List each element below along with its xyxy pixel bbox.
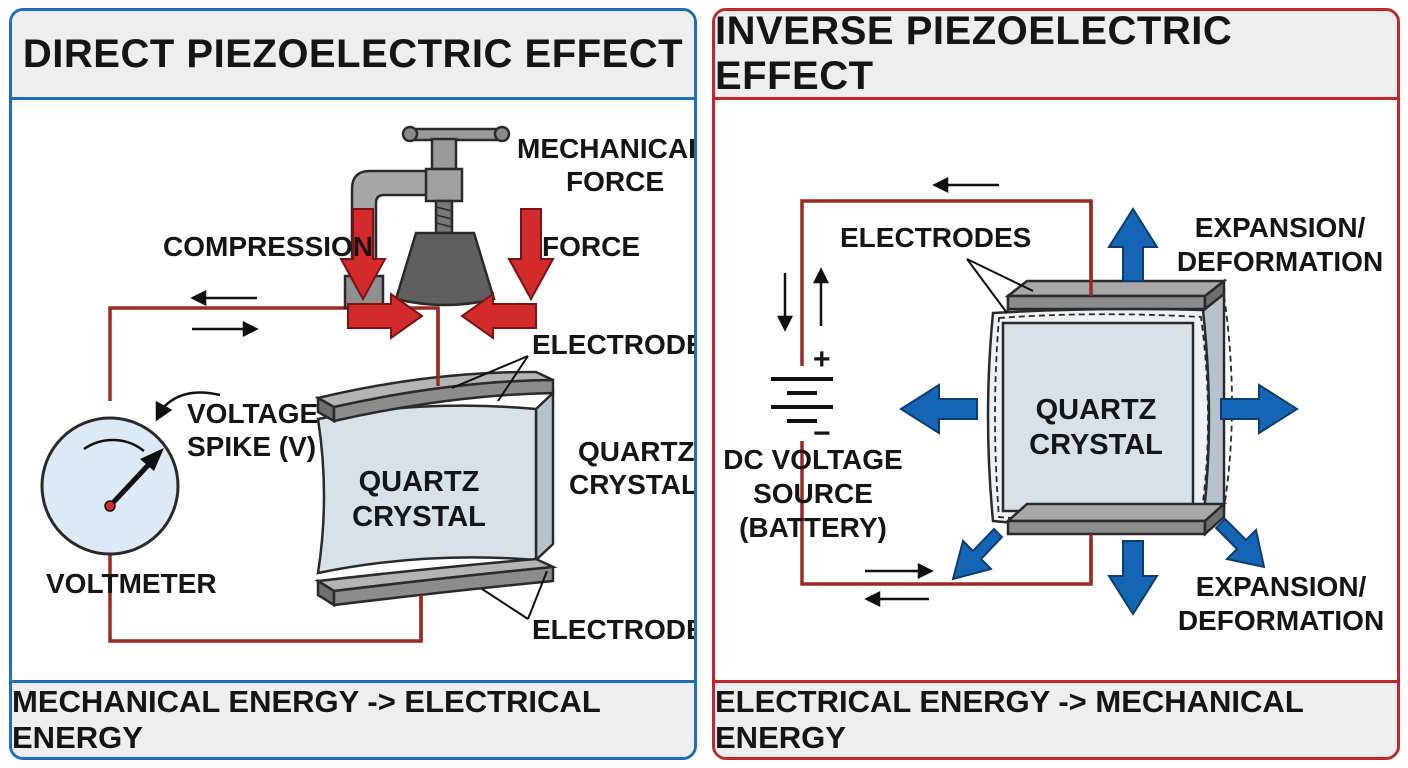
dc-source-label-2: SOURCE [753, 478, 873, 509]
compression-label: COMPRESSION [163, 231, 373, 262]
mechanical-force-label-2: FORCE [566, 166, 664, 197]
current-arrows [190, 289, 259, 338]
force-label: FORCE [542, 231, 640, 262]
electrodes-bottom-label: ELECTRODES [532, 614, 697, 645]
force-arrows [339, 208, 555, 340]
inverse-crystal-label-2: CRYSTAL [1029, 429, 1163, 461]
battery-plus-sign: + [813, 343, 831, 376]
expansion-bottom-label: EXPANSION/ [1196, 571, 1367, 602]
expansion-top-label: EXPANSION/ [1195, 212, 1366, 243]
inverse-electrode-leader-lines [966, 258, 1034, 314]
expansion-top-label-2: DEFORMATION [1177, 246, 1383, 277]
inverse-electrodes-label: ELECTRODES [840, 222, 1031, 253]
battery-minus-sign: − [813, 417, 831, 450]
inverse-effect-footer: ELECTRICAL ENERGY -> MECHANICAL ENERGY [715, 680, 1397, 757]
battery-icon [771, 377, 833, 423]
crystal-label: QUARTZ [359, 466, 480, 498]
dc-source-label: DC VOLTAGE [723, 444, 902, 475]
clamp-icon [343, 125, 511, 310]
direct-effect-panel: DIRECT PIEZOELECTRIC EFFECT [9, 8, 697, 760]
crystal-label-2: CRYSTAL [352, 501, 486, 533]
voltage-spike-arrow [155, 391, 221, 422]
direct-effect-title: DIRECT PIEZOELECTRIC EFFECT [12, 11, 694, 100]
voltmeter-icon [40, 416, 180, 556]
expansion-bottom-label-2: DEFORMATION [1178, 605, 1384, 636]
inverse-quartz-crystal [986, 287, 1233, 528]
deformation-arrows [899, 207, 1299, 616]
inverse-electrode-plates [1004, 278, 1228, 537]
electrode-plates [314, 370, 558, 608]
quartz-crystal-side-label: QUARTZ [578, 436, 695, 467]
direct-effect-footer: MECHANICAL ENERGY -> ELECTRICAL ENERGY [12, 680, 694, 757]
inverse-crystal-label: QUARTZ [1036, 394, 1157, 426]
direct-effect-diagram: MECHANICAL FORCE COMPRESSION FORCE ELECT… [40, 125, 697, 645]
voltmeter-label: VOLTMETER [46, 568, 217, 599]
inverse-effect-panel: INVERSE PIEZOELECTRIC EFFECT + − [712, 8, 1400, 760]
electrode-leader-lines [451, 355, 548, 620]
quartz-crystal-block [316, 390, 555, 575]
mechanical-force-label: MECHANICAL [517, 133, 697, 164]
electrodes-top-label: ELECTRODES [532, 329, 697, 360]
inverse-effect-title: INVERSE PIEZOELECTRIC EFFECT [715, 11, 1397, 100]
voltage-spike-label: VOLTAGE [187, 398, 318, 429]
inverse-current-arrows [776, 176, 999, 608]
voltage-spike-label-2: SPIKE (V) [187, 431, 316, 462]
dc-source-label-3: (BATTERY) [739, 512, 887, 543]
inverse-effect-diagram: + − [723, 176, 1384, 636]
quartz-crystal-side-label-2: CRYSTAL [569, 469, 697, 500]
